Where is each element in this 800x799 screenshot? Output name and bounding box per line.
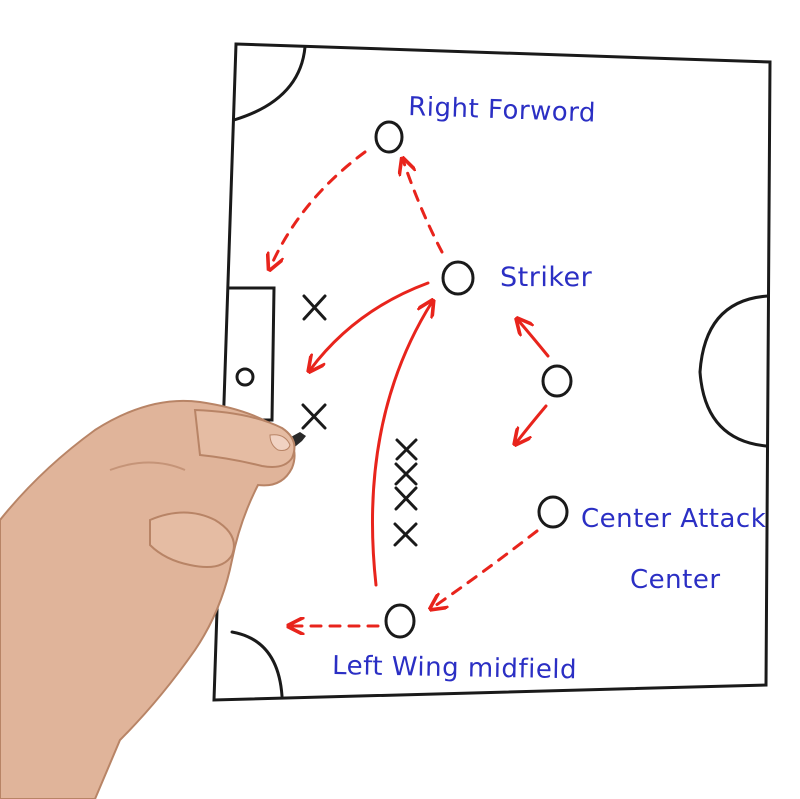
arrow-striker-to-rf bbox=[403, 160, 444, 254]
opponent-3 bbox=[395, 438, 418, 461]
center-circle-arc bbox=[698, 294, 770, 448]
hand-thumb bbox=[149, 511, 235, 568]
pitch bbox=[212, 42, 772, 702]
player-striker bbox=[441, 260, 475, 296]
player-left-wing-midfield bbox=[384, 603, 416, 639]
opponent-5 bbox=[394, 486, 418, 511]
opponent-4 bbox=[394, 462, 418, 486]
label-striker: Striker bbox=[500, 262, 593, 293]
player-center-attack bbox=[537, 495, 569, 529]
hand-nail bbox=[269, 434, 291, 451]
arrow-mid-to-striker bbox=[518, 320, 550, 358]
goal-box bbox=[224, 286, 276, 422]
opponents bbox=[301, 294, 418, 547]
label-right-forward: Right Forword bbox=[408, 92, 597, 129]
arrow-lwm-to-striker bbox=[371, 302, 432, 587]
top-corner-arc bbox=[232, 45, 307, 122]
opponent-1 bbox=[302, 294, 327, 321]
label-left-wing-midfield: Left Wing midfield bbox=[332, 651, 577, 685]
player-right-forward bbox=[374, 120, 404, 154]
label-center: Center bbox=[630, 565, 721, 595]
movement-arrows bbox=[270, 150, 550, 626]
pitch-outline bbox=[212, 42, 772, 702]
players bbox=[374, 120, 573, 639]
label-center-attack: Center Attack bbox=[581, 504, 766, 534]
hand-finger-index bbox=[193, 408, 296, 468]
arrow-ca-to-lwm bbox=[432, 529, 539, 608]
hand-palm bbox=[0, 399, 296, 799]
arrow-rf-to-wing bbox=[270, 150, 367, 268]
opponent-2 bbox=[301, 403, 327, 430]
penalty-spot bbox=[235, 367, 255, 387]
arrow-striker-to-box bbox=[310, 281, 430, 370]
hand-with-marker bbox=[0, 399, 306, 799]
opponent-6 bbox=[393, 522, 418, 547]
player-midfield-right bbox=[541, 364, 573, 398]
hand-knuckle-shadow bbox=[109, 461, 186, 471]
arrow-mid-down bbox=[516, 404, 548, 443]
bottom-corner-arc bbox=[230, 630, 284, 698]
